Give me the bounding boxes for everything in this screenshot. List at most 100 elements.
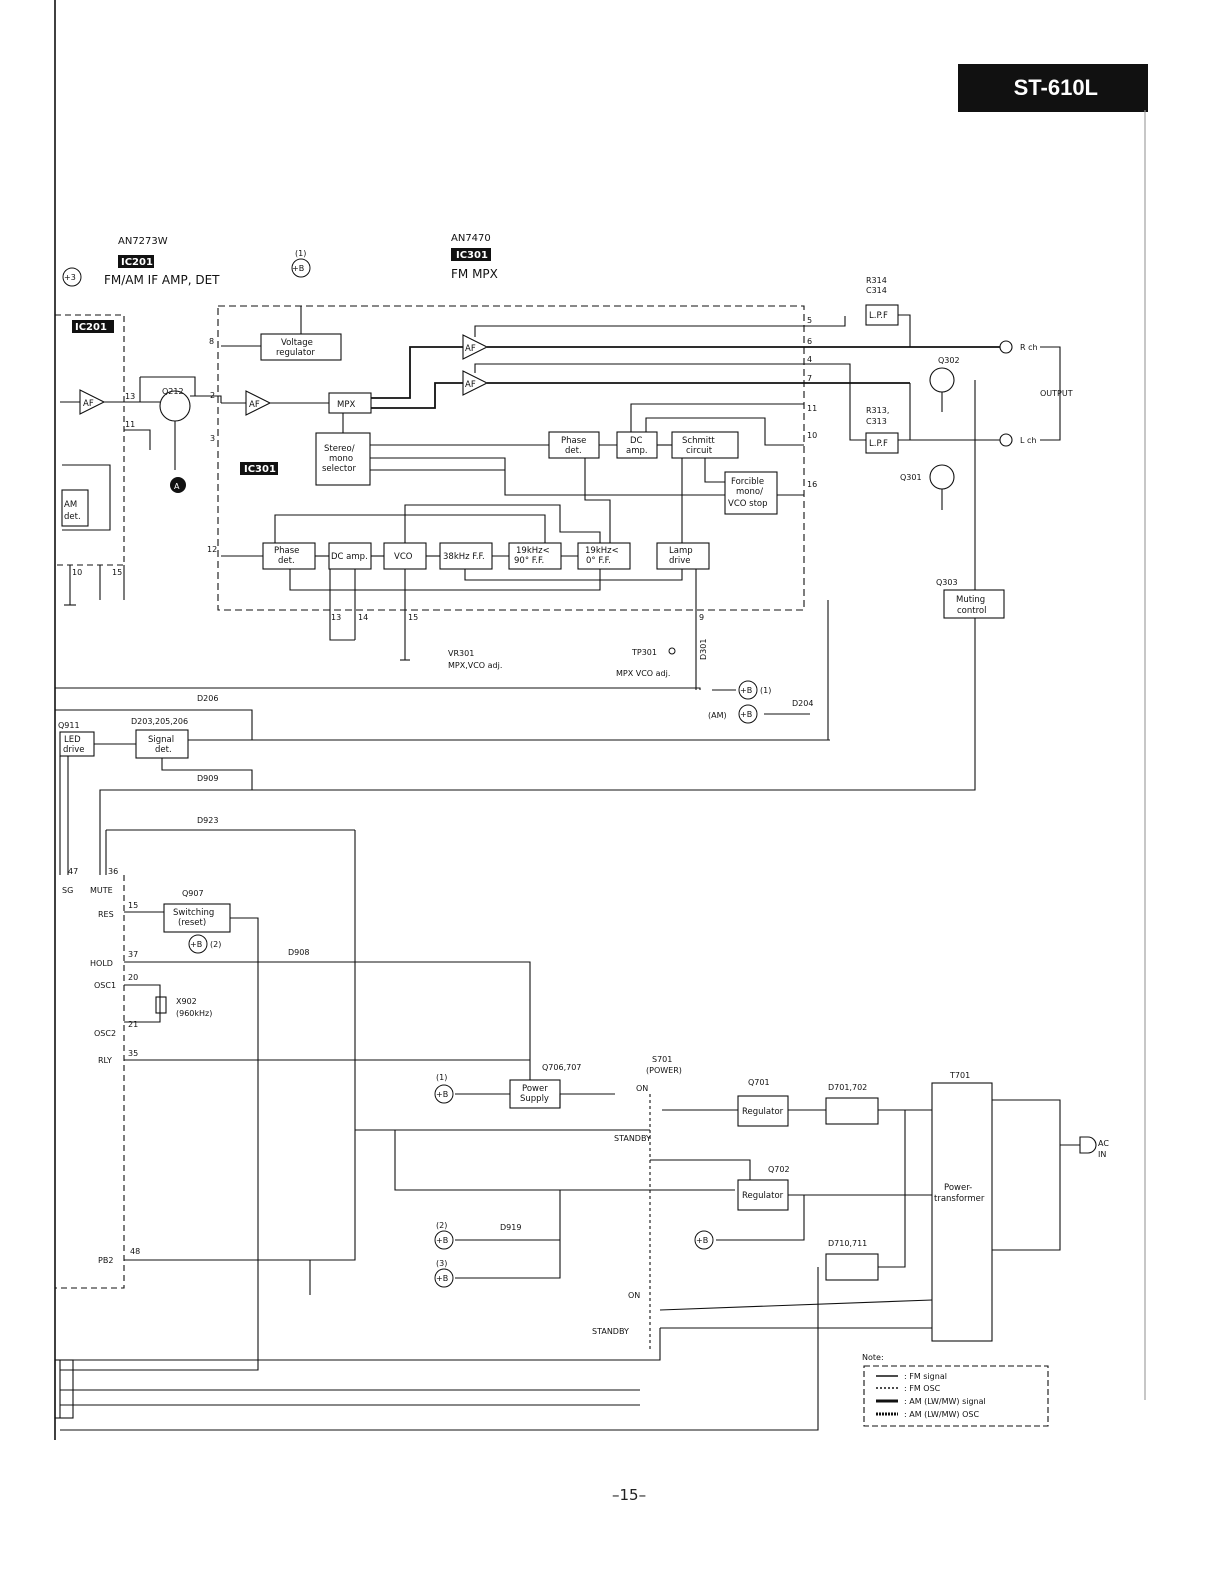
pin-37-label: 37: [128, 950, 138, 959]
af-label-ic201: AF: [83, 399, 94, 409]
ic201-pin-11: 11: [125, 420, 135, 429]
note-item-2: : FM OSC: [904, 1384, 941, 1393]
d701-label: D701,702: [828, 1083, 867, 1092]
pin-res-label: RES: [98, 910, 114, 919]
standby-label-bottom: STANDBY: [592, 1327, 629, 1336]
note-item-3: : AM (LW/MW) signal: [904, 1397, 986, 1406]
af-label-2: AF: [465, 344, 476, 354]
mpx-block-label: MPX: [337, 400, 355, 410]
ff38-label: 38kHz F.F.: [443, 552, 485, 562]
s701-line2: (POWER): [646, 1066, 682, 1075]
ic301-pin-16: 16: [807, 480, 817, 489]
ic201-pin-10: 10: [72, 568, 82, 577]
d923-label: D923: [197, 816, 218, 825]
af-label-3: AF: [465, 380, 476, 390]
am-det-line2: det.: [64, 512, 81, 522]
dc-amp-top-line1: DC: [630, 436, 643, 446]
ic201-chip-label: IC201: [121, 257, 153, 268]
q911-label: Q911: [58, 721, 80, 730]
plusb-q907-index: (2): [210, 940, 221, 949]
ic301-pin-10: 10: [807, 431, 817, 440]
af-label-1: AF: [249, 400, 260, 410]
led-drive-line1: LED: [64, 735, 81, 745]
stereo-mono-line2: mono: [329, 454, 353, 464]
r-ch-label: R ch: [1020, 343, 1038, 352]
pin-15-label: 15: [128, 901, 138, 910]
plusb-q911-index: (1): [760, 686, 771, 695]
ic301-pin-3: 3: [210, 434, 215, 443]
note-item-4: : AM (LW/MW) OSC: [904, 1410, 979, 1419]
muting-control-line2: control: [957, 606, 986, 616]
c314-label: C314: [866, 286, 887, 295]
q303-label: Q303: [936, 578, 958, 587]
plusb-power-index: (1): [436, 1073, 447, 1082]
ic301-pin-6: 6: [807, 337, 812, 346]
plusb-2-label: +B: [436, 1236, 448, 1245]
pin-hold-label: HOLD: [90, 959, 113, 968]
t701-label: T701: [949, 1071, 970, 1080]
d919-label: D919: [500, 1223, 521, 1232]
ic201-inner-label: IC201: [75, 322, 107, 333]
x902-line2: (960kHz): [176, 1009, 212, 1018]
ic301-chip-badge: [451, 248, 491, 261]
ic301-inner-badge: [240, 462, 278, 475]
pin-48-label: 48: [130, 1247, 140, 1256]
phase-det-bot-line1: Phase: [274, 546, 299, 556]
ic201-pin-13: 13: [125, 392, 135, 401]
r314-label: R314: [866, 276, 887, 285]
d206-label: D206: [197, 694, 218, 703]
pin-35-label: 35: [128, 1049, 138, 1058]
lamp-drive-line2: drive: [669, 556, 691, 566]
ic301-pin-8: 8: [209, 337, 214, 346]
led-drive-line2: drive: [63, 745, 85, 755]
phase-det-top-line1: Phase: [561, 436, 586, 446]
d203-label: D203,205,206: [131, 717, 188, 726]
phase-det-bot-line2: det.: [278, 556, 295, 566]
page-number: –15–: [612, 1486, 647, 1504]
pin-47-label: 47: [68, 867, 78, 876]
pin-rly-label: RLY: [98, 1056, 112, 1065]
tp301-label: TP301: [631, 648, 657, 657]
q706-label: Q706,707: [542, 1063, 581, 1072]
on-label-bottom: ON: [628, 1291, 640, 1300]
d908-label: D908: [288, 948, 309, 957]
vr301-line1: VR301: [448, 649, 474, 658]
switching-line1: Switching: [173, 908, 214, 918]
ic201-pin-15: 15: [112, 568, 122, 577]
plusb-1-index: (1): [295, 249, 306, 258]
switching-line2: (reset): [178, 918, 206, 928]
dc-amp-bot-label: DC amp.: [331, 552, 368, 562]
muting-control-line1: Muting: [956, 595, 985, 605]
signal-det-line2: det.: [155, 745, 172, 755]
ic301-chip-label: IC301: [456, 250, 488, 261]
plusb-q907-label: +B: [190, 940, 202, 949]
regulator-q702-label: Regulator: [742, 1191, 784, 1201]
plusb-q911-label: +B: [740, 686, 752, 695]
ic301-pin-4: 4: [807, 355, 812, 364]
forcible-line1: Forcible: [731, 477, 764, 487]
q302-label: Q302: [938, 356, 960, 365]
plusb-ic301-label: +B: [292, 264, 304, 273]
stereo-mono-line3: selector: [322, 464, 356, 474]
standby-label-top: STANDBY: [614, 1134, 651, 1143]
q212-label: Q212: [162, 387, 184, 396]
c313-label: C313: [866, 417, 887, 426]
ic301-pin-2: 2: [210, 391, 215, 400]
pin-osc1-label: OSC1: [94, 981, 116, 990]
plus3-label: +3: [64, 273, 76, 282]
ic301-pin-5: 5: [807, 316, 812, 325]
ac-in-line1: AC: [1098, 1139, 1109, 1148]
pin-pb2-label: PB2: [98, 1256, 113, 1265]
am-label: (AM): [708, 711, 727, 720]
s701-line1: S701: [652, 1055, 672, 1064]
schmitt-line2: circuit: [686, 446, 713, 456]
q907-label: Q907: [182, 889, 204, 898]
stereo-mono-line1: Stereo/: [324, 444, 355, 454]
voltage-regulator-line2: regulator: [276, 348, 315, 358]
x902-line1: X902: [176, 997, 197, 1006]
power-transformer-line2: transformer: [934, 1194, 985, 1204]
ic301-function-label: FM MPX: [451, 267, 498, 281]
output-label: OUTPUT: [1040, 389, 1073, 398]
ff19-90-line1: 19kHz<: [516, 546, 550, 556]
